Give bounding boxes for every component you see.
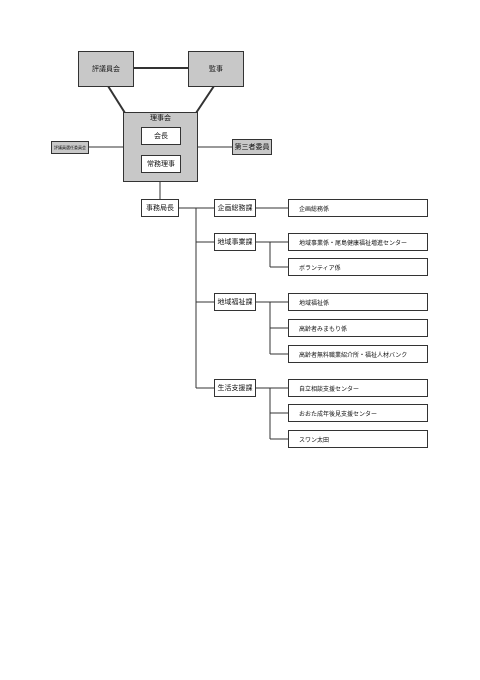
unit-kikaku-somu: 企画総務係 [288, 199, 428, 217]
unit-volunteer: ボランティア係 [288, 258, 428, 276]
jimukyokucho-box: 事務局長 [141, 199, 179, 217]
unit-chiiki-fukushi: 地域福祉係 [288, 293, 428, 311]
unit-jiritsu-sodan: 自立相談支援センター [288, 379, 428, 397]
dept-seikatsu-shien: 生活支援課 [214, 379, 256, 397]
third-party-box: 第三者委員 [232, 139, 272, 155]
unit-seinen-koken: おおた成年後見支援センター [288, 404, 428, 422]
dept-kikaku-somu: 企画総務課 [214, 199, 256, 217]
kanji-box: 監事 [188, 51, 244, 87]
rijikai-title: 理事会 [150, 114, 171, 122]
kaicho-box: 会長 [141, 127, 181, 145]
unit-jinzai-bank: 高齢者無料職業紹介所・福祉人材バンク [288, 345, 428, 363]
dept-chiiki-jigyo: 地域事業課 [214, 233, 256, 251]
unit-koreisha-mimamori: 高齢者みまもり係 [288, 319, 428, 337]
left-committee-box: 評議員選任委員会 [51, 141, 89, 154]
hyogiinkai-box: 評議員会 [78, 51, 134, 87]
unit-swan-ota: スワン太田 [288, 430, 428, 448]
unit-chiiki-jigyo-oshima: 地域事業係・尾島健康福祉増進センター [288, 233, 428, 251]
dept-chiiki-fukushi: 地域福祉課 [214, 293, 256, 311]
jomu-riji-box: 常務理事 [141, 155, 181, 173]
